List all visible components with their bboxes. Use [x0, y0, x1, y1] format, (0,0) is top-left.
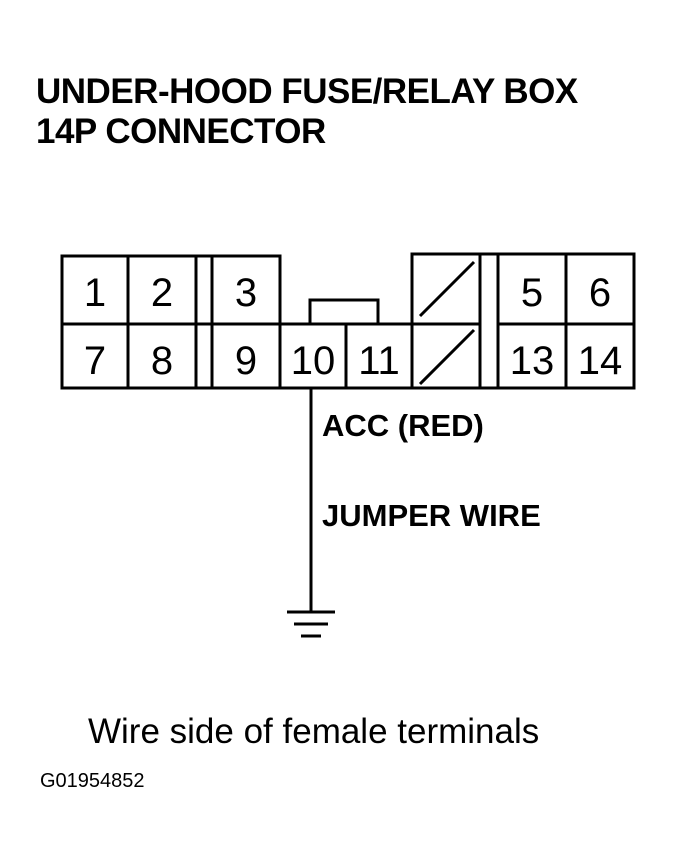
- pin-10: 10: [291, 339, 336, 383]
- pin-9: 9: [235, 339, 257, 383]
- pin-13: 13: [510, 339, 555, 383]
- pin-14: 14: [578, 339, 623, 383]
- connector-pin-labels: 1 2 3 5 6 7 8 9 10 11 13 14: [84, 271, 622, 383]
- diagram-title: UNDER-HOOD FUSE/RELAY BOX 14P CONNECTOR: [36, 72, 578, 152]
- pin-7: 7: [84, 339, 106, 383]
- pin-1: 1: [84, 271, 106, 315]
- pin-11: 11: [358, 339, 400, 383]
- pin-2: 2: [151, 271, 173, 315]
- title-line-2: 14P CONNECTOR: [36, 112, 326, 151]
- pin-3: 3: [235, 271, 257, 315]
- connector-outline: [60, 252, 636, 390]
- pin-6: 6: [589, 271, 611, 315]
- acc-label: ACC (RED): [322, 408, 484, 443]
- pin-8: 8: [151, 339, 173, 383]
- figure-code: G01954852: [40, 770, 145, 792]
- jumper-wire-label: JUMPER WIRE: [322, 498, 541, 533]
- ground-icon: [287, 610, 335, 638]
- pin-5: 5: [521, 271, 543, 315]
- title-line-1: UNDER-HOOD FUSE/RELAY BOX: [36, 72, 578, 111]
- diagram-caption: Wire side of female terminals: [88, 712, 540, 751]
